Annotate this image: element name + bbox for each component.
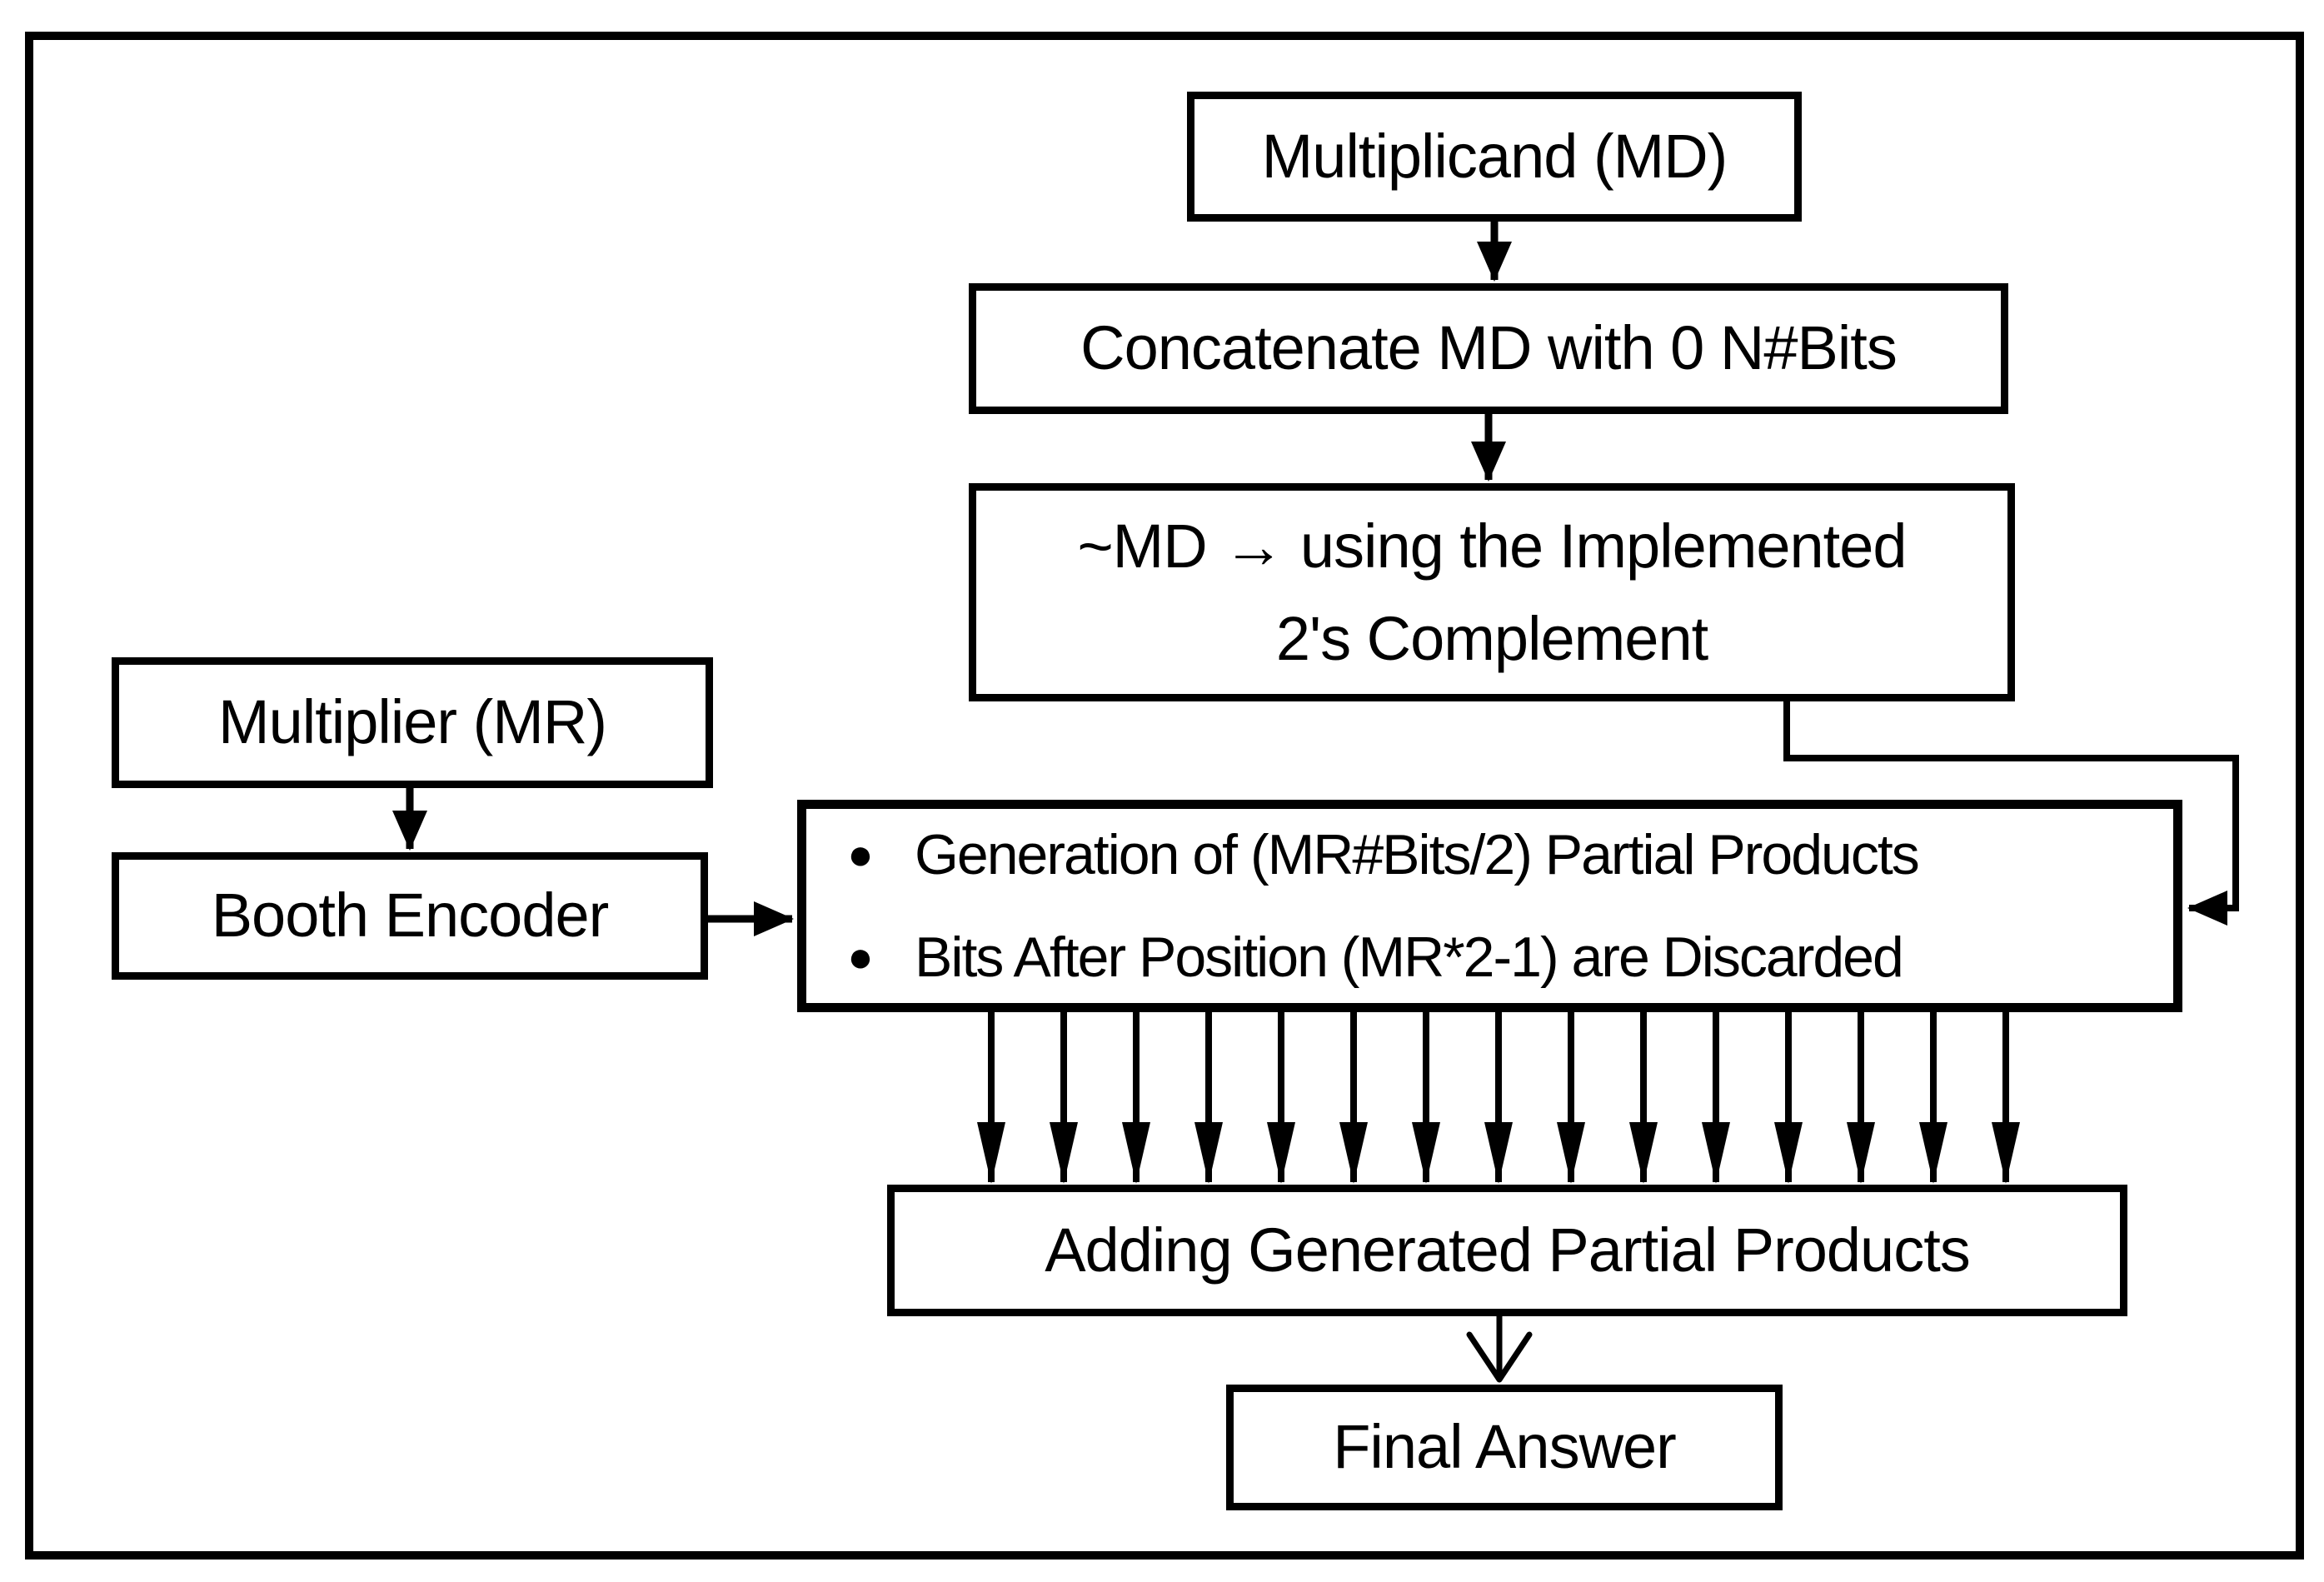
bullet-item: ● Bits After Position (MR*2-1) are Disca… (843, 922, 1904, 993)
bullet-icon: ● (847, 830, 873, 879)
node-multiplicand: Multiplicand (MD) (1187, 92, 1802, 222)
node-adding-label: Adding Generated Partial Products (1045, 1215, 1971, 1285)
node-partial-products: ● Generation of (MR#Bits/2) Partial Prod… (797, 800, 2182, 1012)
node-final-answer-label: Final Answer (1333, 1412, 1677, 1482)
node-final-answer: Final Answer (1226, 1385, 1783, 1510)
bullet-item: ● Generation of (MR#Bits/2) Partial Prod… (843, 820, 1920, 891)
bullet-item-label: Bits After Position (MR*2-1) are Discard… (915, 925, 1904, 989)
node-twos-complement-line1: ~MD → using the Implemented (1077, 512, 1907, 581)
node-booth-encoder-label: Booth Encoder (211, 881, 610, 951)
node-concatenate: Concatenate MD with 0 N#Bits (969, 283, 2008, 414)
outer-frame (25, 32, 2304, 1560)
bullet-icon: ● (847, 932, 873, 981)
node-concatenate-label: Concatenate MD with 0 N#Bits (1080, 313, 1898, 383)
node-adding: Adding Generated Partial Products (887, 1185, 2127, 1316)
node-multiplicand-label: Multiplicand (MD) (1261, 121, 1728, 191)
node-twos-complement: ~MD → using the Implemented 2's Compleme… (969, 483, 2015, 701)
node-twos-complement-line2: 2's Complement (1275, 604, 1708, 673)
node-multiplier-label: Multiplier (MR) (218, 687, 607, 757)
bullet-item-label: Generation of (MR#Bits/2) Partial Produc… (915, 822, 1920, 886)
node-multiplier: Multiplier (MR) (112, 657, 713, 788)
node-booth-encoder: Booth Encoder (112, 852, 708, 980)
